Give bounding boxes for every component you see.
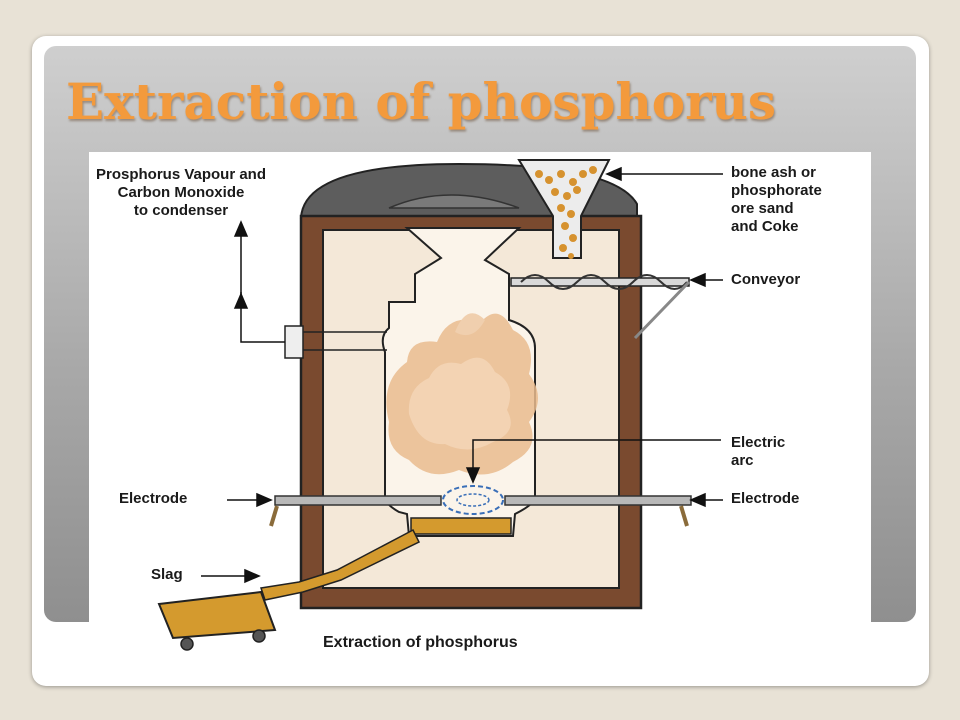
electric-arc-label: Electric arc — [731, 434, 786, 469]
furnace-drawing — [157, 159, 723, 651]
diagram-caption: Extraction of phosphorus — [323, 634, 518, 651]
cart-wheel — [252, 629, 266, 643]
vapour-cloud — [386, 313, 538, 475]
electrode-right — [504, 495, 692, 506]
slag-label: Slag — [151, 566, 183, 583]
dome-inner-arc — [388, 194, 520, 209]
conveyor-screw — [520, 274, 688, 290]
electric-arc — [442, 485, 504, 515]
electrode-left-clamp — [269, 505, 279, 527]
pointer-arrows — [201, 166, 723, 584]
hopper-ore — [535, 166, 597, 259]
electrode-left-label: Electrode — [119, 490, 188, 507]
electrode-left — [274, 495, 442, 506]
vapour-label: Prosphorus Vapour and Carbon Monoxide to… — [95, 166, 267, 219]
slag-pool — [410, 517, 512, 535]
conveyor-label: Conveyor — [731, 271, 801, 288]
vapour-outlet — [284, 325, 304, 359]
cart-wheel — [180, 637, 194, 651]
electrode-right-label: Electrode — [731, 490, 800, 507]
slide-title: Extraction of phosphorus — [66, 72, 776, 131]
feed-label: bone ash or phosphorate ore sand and Cok… — [731, 164, 822, 235]
furnace-diagram: Prosphorus Vapour and Carbon Monoxide to… — [89, 152, 871, 660]
electrode-right-clamp — [679, 505, 689, 527]
slag-cart — [157, 590, 277, 640]
